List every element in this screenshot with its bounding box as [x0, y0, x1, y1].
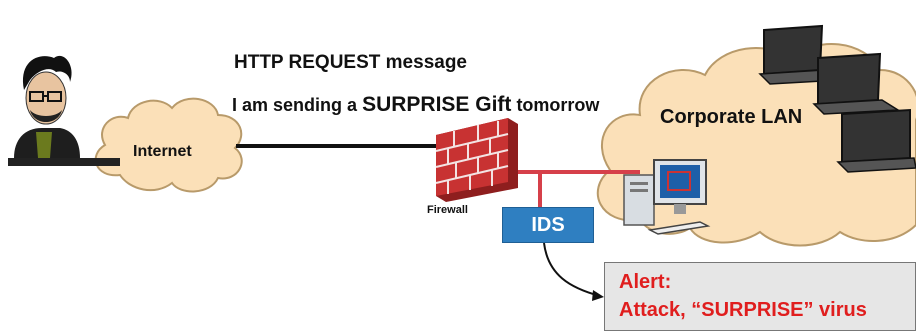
internet-cloud	[94, 97, 243, 193]
ids-box: IDS	[502, 207, 594, 243]
alert-arrow	[543, 242, 604, 301]
request-body-prefix: I am sending a	[232, 95, 358, 115]
brick-wall-icon	[435, 118, 518, 202]
laptop-icon	[812, 52, 901, 115]
laptop-icon	[836, 108, 916, 173]
corporate-lan-label: Corporate LAN	[660, 106, 803, 128]
lan-link	[518, 170, 640, 207]
desktop-computer-icon	[623, 159, 711, 235]
request-body-emphasis: SURPRISE Gift	[362, 93, 512, 116]
internet-label: Internet	[133, 143, 192, 160]
request-body-suffix: tomorrow	[516, 95, 600, 115]
attacker-person-icon	[14, 55, 80, 158]
alert-message: Attack, “SURPRISE” virus	[619, 299, 867, 321]
alert-title: Alert:	[619, 271, 672, 293]
http-request-title: HTTP REQUEST message	[234, 52, 468, 73]
firewall-label: Firewall	[427, 204, 468, 216]
alert-box: Alert: Attack, “SURPRISE” virus	[604, 262, 916, 331]
ids-label: IDS	[531, 214, 565, 236]
desk	[8, 158, 120, 166]
http-request-body: I am sending a SURPRISE Gift tomorrow	[232, 93, 599, 117]
